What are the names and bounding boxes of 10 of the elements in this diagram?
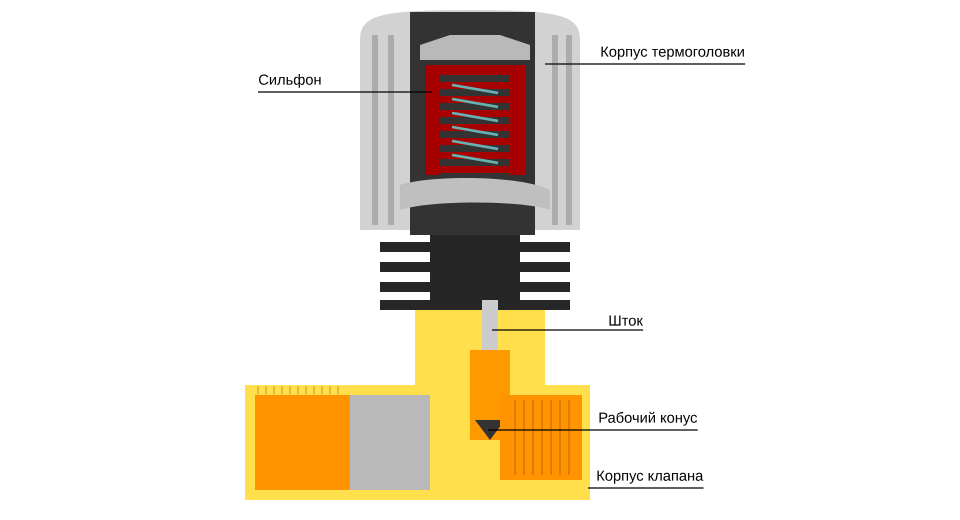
leader-line	[258, 91, 432, 93]
part-label: Рабочий конус	[599, 412, 698, 426]
leader-line	[545, 63, 746, 65]
part-label: Корпус термоголовки	[601, 46, 744, 60]
leader-line	[588, 487, 704, 489]
part-label: Шток	[609, 316, 643, 326]
leader-line	[492, 329, 644, 331]
part-label: Сильфон	[259, 74, 321, 88]
part-label: Корпус клапана	[597, 470, 704, 484]
leader-line	[488, 429, 698, 431]
